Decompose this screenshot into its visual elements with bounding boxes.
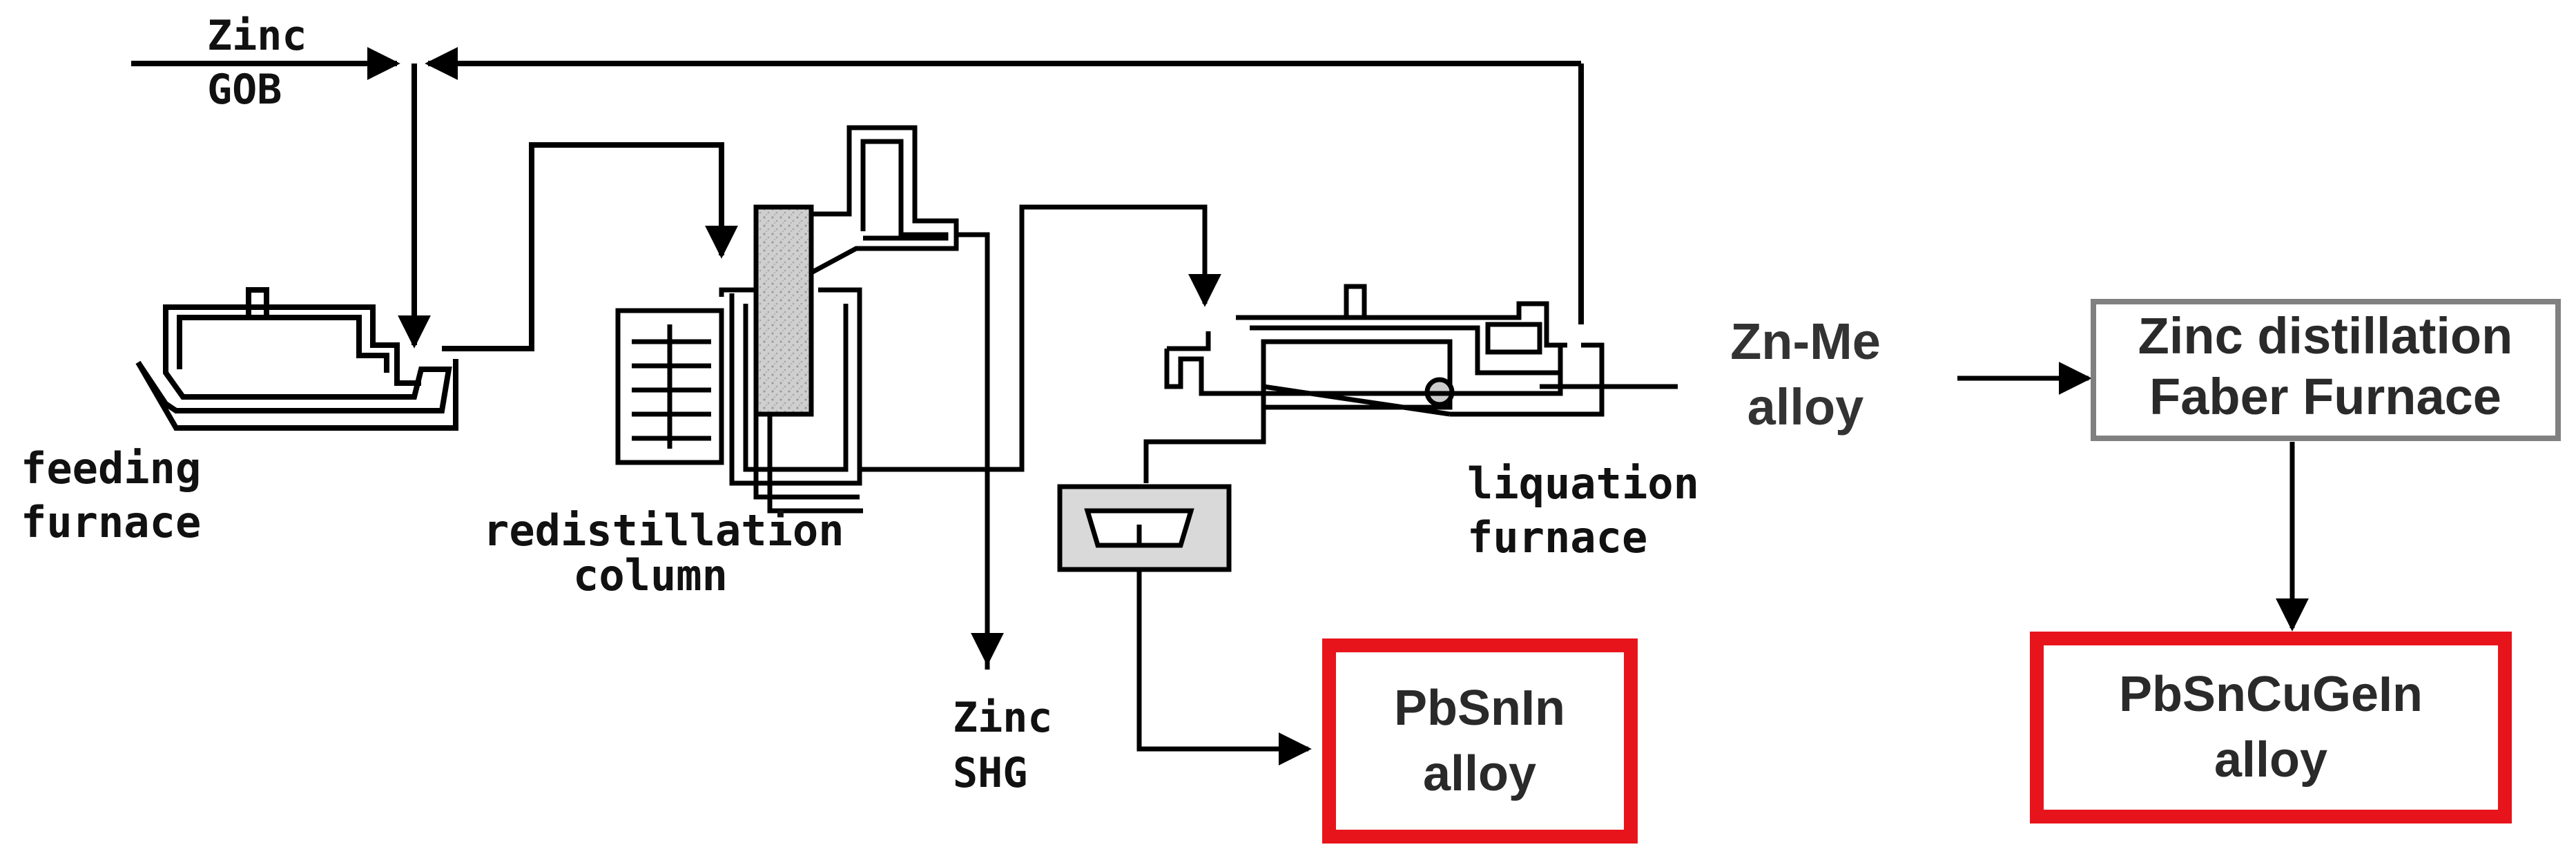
pbsncugein-alloy-box: PbSnCuGeIn alloy [2030, 632, 2512, 823]
feeding-furnace-label-line1: feeding [21, 443, 201, 494]
zn-me-alloy-label-line2: alloy [1747, 378, 1864, 436]
feeding-to-column-line [442, 142, 738, 351]
liquation-furnace-label-line1: liquation [1467, 458, 1699, 509]
feeding-furnace-label-line2: furnace [21, 497, 201, 547]
redistillation-column-label-line1: redistillation [483, 505, 844, 556]
zinc-shg-label-line1: Zinc [953, 694, 1053, 742]
zinc-distillation-label-line2: Faber Furnace [2149, 368, 2501, 425]
zinc-distillation-label-line1: Zinc distillation [2138, 307, 2513, 364]
pbsncugein-label-line1: PbSnCuGeIn [2119, 667, 2423, 722]
redistillation-column-drawing [615, 125, 1004, 670]
zinc-gob-label-line2: GOB [207, 66, 282, 114]
pbsncugein-label-line2: alloy [2214, 732, 2327, 788]
redistillation-column-label-line2: column [573, 550, 728, 601]
pbsnin-label-line2: alloy [1423, 746, 1536, 801]
zinc-gob-label-line1: Zinc [207, 12, 307, 60]
zinc-shg-label-line2: SHG [953, 749, 1027, 797]
casting-mould-drawing [1057, 484, 1232, 572]
zinc-distillation-box: Zinc distillation Faber Furnace [2091, 299, 2561, 441]
pbsnin-alloy-box: PbSnIn alloy [1322, 638, 1638, 844]
mould-to-pbsnin-line [1136, 569, 1312, 766]
liquation-furnace-drawing [1143, 284, 1678, 483]
zinc-gob-feed-line [131, 47, 1584, 349]
liquation-furnace-label-line2: furnace [1467, 512, 1647, 563]
zn-me-alloy-label-line1: Zn-Me [1730, 313, 1881, 370]
pbsnin-label-line1: PbSnIn [1394, 681, 1565, 736]
feeding-furnace-drawing [135, 287, 458, 431]
column-to-liquation-line [987, 204, 1221, 472]
